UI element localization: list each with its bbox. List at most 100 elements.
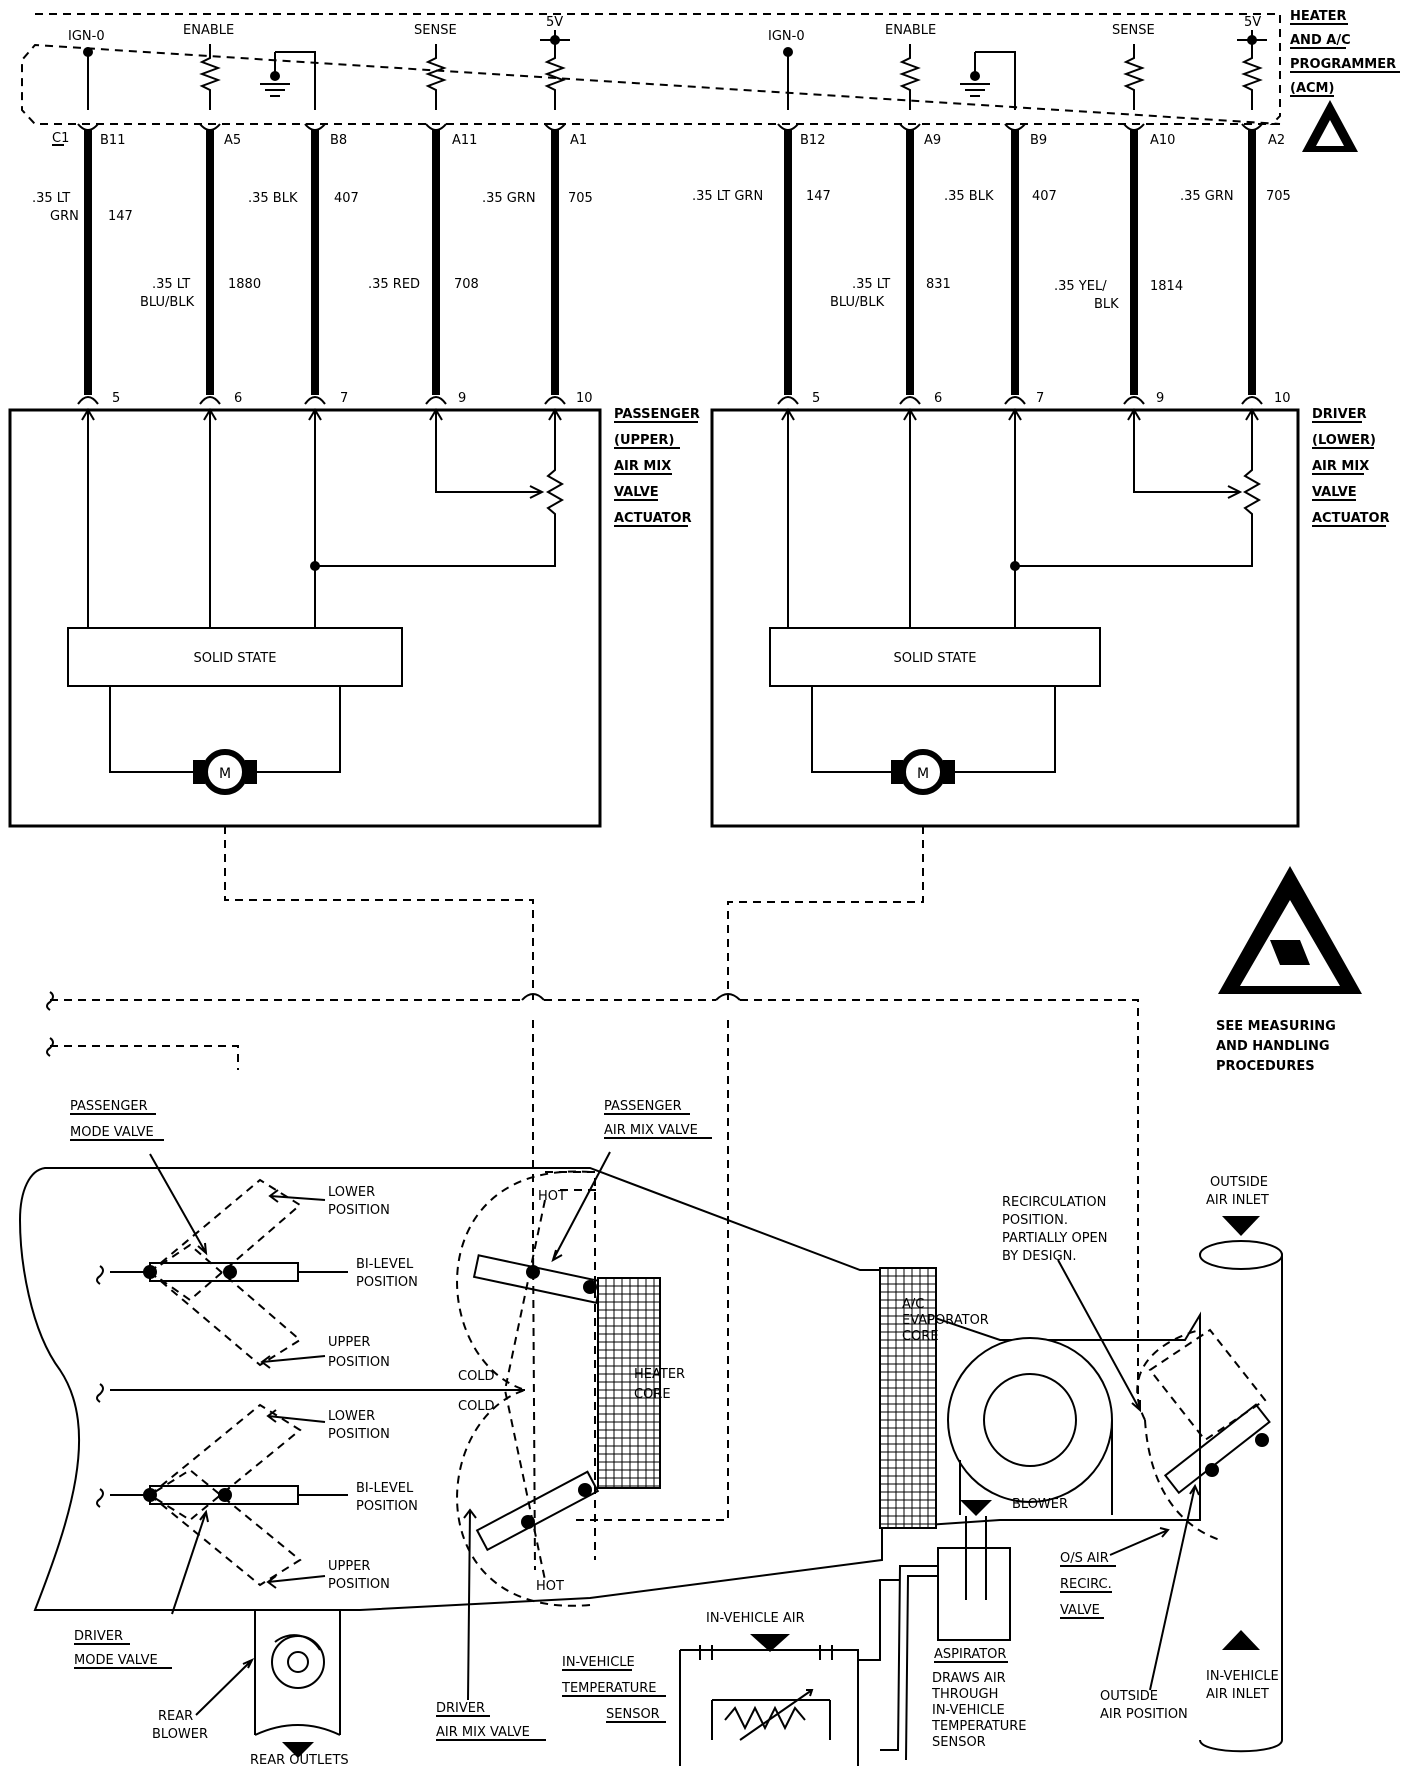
label-aspirator-note: IN-VEHICLE [932, 1703, 1005, 1718]
evaporator-core [879, 1267, 937, 1529]
wire-labels-left: .35 LT GRN 147 .35 LT BLU/BLK 1880 .35 B… [32, 191, 593, 310]
actuator-title-line: AIR MIX [614, 459, 671, 474]
label-bi-level-position: BI-LEVEL [356, 1257, 414, 1272]
passenger-actuator-box [8, 408, 602, 828]
pin-label: A1 [570, 133, 587, 148]
passenger-actuator: 5 6 7 9 10 SOLID STATE M [8, 391, 602, 828]
core-outline [597, 1277, 661, 1489]
pin-label: A2 [1268, 133, 1285, 148]
label-passenger-mode-valve: MODE VALVE [70, 1125, 154, 1140]
actuator-pin-label: 6 [934, 391, 942, 406]
actuator-title-line: VALVE [614, 485, 659, 500]
wire-color-label: .35 LT [32, 191, 70, 206]
motor-icon [900, 749, 946, 795]
wire-color-label: .35 LT GRN [692, 189, 763, 204]
motor-icon [202, 749, 248, 795]
actuator-pin-label: 5 [112, 391, 120, 406]
actuator-title-line: ACTUATOR [614, 511, 692, 526]
label-outside-air-inlet: OUTSIDE [1210, 1175, 1268, 1190]
wire-color-label: .35 RED [368, 277, 420, 292]
pin-labels-left: B11 A5 B8 A11 A1 [100, 133, 587, 148]
hvac-labels: PASSENGER MODE VALVE PASSENGER AIR MIX V… [70, 1099, 1279, 1766]
label-outside-air-position: AIR POSITION [1100, 1707, 1188, 1722]
label-recirc-note: RECIRCULATION [1002, 1195, 1106, 1210]
hvac-case [18, 1167, 1201, 1611]
label-passenger-air-mix-valve: AIR MIX VALVE [604, 1123, 698, 1138]
label-hot: HOT [538, 1189, 566, 1204]
wire-number-label: 147 [806, 189, 831, 204]
air-mix-valves [456, 1170, 603, 1607]
wire-number-label: 1880 [228, 277, 261, 292]
aspirator [880, 1500, 1011, 1761]
solid-state-label: SOLID STATE [894, 651, 977, 666]
wire-color-label: .35 LT [152, 277, 190, 292]
arrow-up-icon [1222, 1630, 1260, 1650]
harness-wires [77, 123, 1263, 395]
arrow-down-icon [282, 1742, 314, 1758]
mechanical-linkages [46, 826, 1139, 1571]
wire-color-label: .35 BLK [248, 191, 298, 206]
label-recirc-note: BY DESIGN. [1002, 1249, 1077, 1264]
wire-color-label: BLU/BLK [830, 295, 885, 310]
wire-number-label: 708 [454, 277, 479, 292]
label-upper-position: UPPER [328, 1559, 370, 1574]
actuator-title-line: VALVE [1312, 485, 1357, 500]
heater-core [597, 1277, 661, 1489]
driver-mode-valve [96, 1403, 348, 1587]
label-bi-level-position: BI-LEVEL [356, 1481, 414, 1496]
term-label-sense: SENSE [1112, 23, 1155, 38]
term-label-enable: ENABLE [885, 23, 936, 38]
label-cold: COLD [458, 1369, 495, 1384]
actuator-pin-label: 7 [340, 391, 348, 406]
esd-warning-icon [1218, 866, 1362, 994]
wire-number-label: 1814 [1150, 279, 1183, 294]
pin-label: A5 [224, 133, 241, 148]
term-label-ign: IGN-0 [68, 29, 105, 44]
blower [947, 1337, 1113, 1515]
label-in-vehicle-air-inlet: IN-VEHICLE [1206, 1669, 1279, 1684]
wire-color-label: BLU/BLK [140, 295, 195, 310]
term-label-5v: 5V [546, 15, 563, 30]
actuator-title-line: AIR MIX [1312, 459, 1369, 474]
label-lower-position: LOWER [328, 1409, 375, 1424]
wire-number-label: 705 [1266, 189, 1291, 204]
label-driver-air-mix-valve: DRIVER [436, 1701, 485, 1716]
core-outline [879, 1267, 937, 1529]
wire-number-label: 407 [1032, 189, 1057, 204]
label-in-vehicle-temp-sensor: SENSOR [606, 1707, 660, 1722]
wire-number-label: 831 [926, 277, 951, 292]
esd-note: SEE MEASURING AND HANDLING PROCEDURES [1216, 1019, 1336, 1074]
wire-color-label: .35 YEL/ [1054, 279, 1107, 294]
programmer-module-outline [21, 13, 1281, 125]
rear-blower [254, 1610, 341, 1758]
term-label-enable: ENABLE [183, 23, 234, 38]
label-driver-mode-valve: MODE VALVE [74, 1653, 158, 1668]
pin-label: B8 [330, 133, 347, 148]
esd-note-line: SEE MEASURING [1216, 1019, 1336, 1034]
driver-actuator-box [710, 408, 1300, 828]
label-os-air-recirc-valve: VALVE [1060, 1603, 1100, 1618]
label-in-vehicle-temp-sensor: TEMPERATURE [561, 1681, 657, 1696]
label-bi-level-position: POSITION [356, 1275, 418, 1290]
wire-color-label: .35 GRN [1180, 189, 1234, 204]
module-terminals-left: IGN-0 ENABLE SENSE 5V [68, 15, 570, 110]
label-recirc-note: POSITION. [1002, 1213, 1068, 1228]
label-evaporator: CORE [902, 1329, 939, 1344]
actuator-pin-label: 6 [234, 391, 242, 406]
actuator-pin-label: 9 [458, 391, 466, 406]
driver-actuator-title: DRIVER (LOWER) AIR MIX VALVE ACTUATOR [1312, 407, 1390, 526]
pin-label: B9 [1030, 133, 1047, 148]
wire-color-label: BLK [1094, 297, 1119, 312]
label-recirc-note: PARTIALLY OPEN [1002, 1231, 1108, 1246]
label-aspirator-note: TEMPERATURE [931, 1719, 1027, 1734]
label-blower: BLOWER [1012, 1497, 1068, 1512]
label-upper-position: POSITION [328, 1355, 390, 1370]
label-rear-outlets: REAR OUTLETS [250, 1753, 349, 1766]
label-in-vehicle-air: IN-VEHICLE AIR [706, 1611, 805, 1626]
in-vehicle-temperature-sensor [679, 1579, 900, 1766]
motor-label: M [219, 766, 231, 782]
label-outside-air-inlet: AIR INLET [1206, 1193, 1269, 1208]
arrow-down-icon [1222, 1216, 1260, 1236]
passenger-mode-valve [96, 1178, 348, 1367]
